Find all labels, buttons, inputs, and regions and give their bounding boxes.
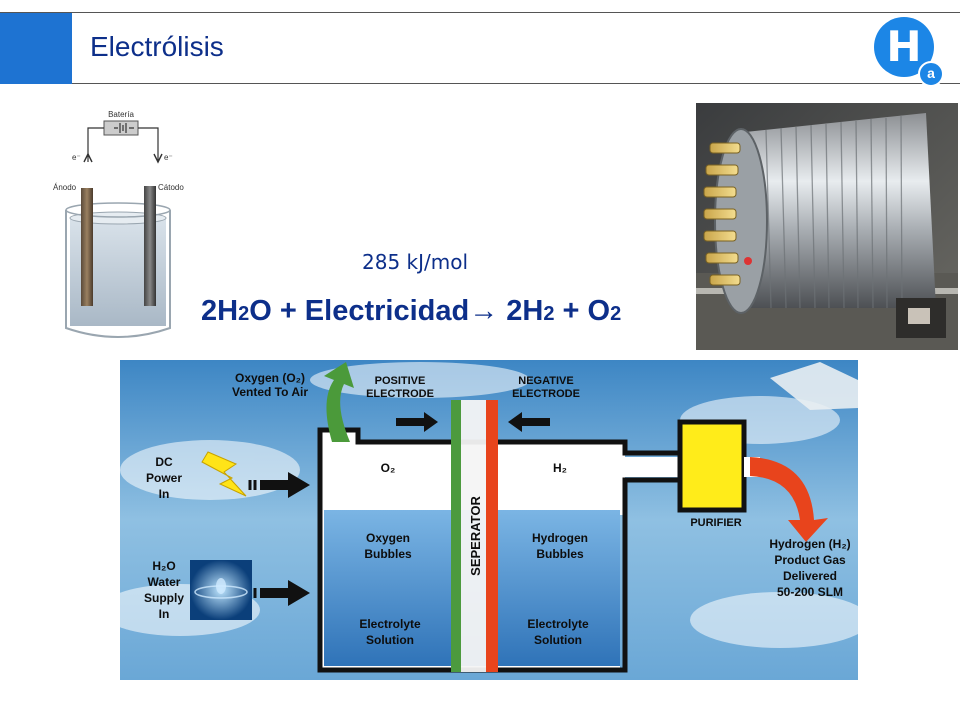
oxygen-bubbles-label-1: Oxygen — [366, 531, 410, 545]
separator-membrane — [461, 400, 486, 672]
page-title: Electrólisis — [90, 31, 224, 62]
arrow-down-icon — [153, 153, 163, 164]
electrolyte-right-label-2: Solution — [534, 633, 582, 647]
dc-input-arrow-icon — [260, 472, 310, 498]
product-gas-label-4: 50-200 SLM — [777, 585, 843, 599]
dc-power-label-1: DC — [155, 455, 173, 469]
arrow-up-icon — [83, 152, 93, 163]
logo-subscript: a — [918, 61, 944, 87]
water-supply-label-2: Water — [148, 575, 181, 589]
o2-gas-label: O₂ — [381, 461, 396, 475]
water-supply-label-3: Supply — [144, 591, 184, 605]
oxygen-bubbles-label-2: Bubbles — [364, 547, 412, 561]
paper-corner — [770, 362, 858, 410]
electrolyzer-stack-photo — [696, 103, 958, 350]
eq-part4: + O — [554, 295, 611, 327]
beaker-rim — [65, 202, 171, 218]
product-gas-label-1: Hydrogen (H₂) — [769, 537, 850, 551]
eq-arrow: → — [469, 295, 499, 327]
positive-electrode-label-2: ELECTRODE — [366, 388, 434, 400]
gas-pipe-outline — [625, 450, 680, 483]
energy-label: 285 kJ/mol — [362, 250, 469, 274]
electrolyte-right-label-1: Electrolyte — [527, 617, 589, 631]
reaction-equation: 2H2O + Electricidad→ 2H2 + O2 — [201, 295, 621, 328]
water-supply-label-1: H₂O — [152, 559, 175, 573]
eq-part2: O + Electricidad — [249, 295, 470, 327]
separator-label: SEPERATOR — [468, 496, 483, 576]
positive-electrode-bar — [451, 400, 461, 672]
anode-label: Ánodo — [53, 183, 77, 192]
electrolyte-left-label-1: Electrolyte — [359, 617, 421, 631]
positive-electrode-label-1: POSITIVE — [375, 375, 426, 387]
eq-sub1: 2 — [238, 303, 250, 325]
purifier-unit — [677, 419, 747, 513]
circuit-wire — [87, 127, 159, 162]
eq-part3: 2H — [498, 295, 544, 327]
battery-label: Batería — [108, 110, 134, 119]
cathode-label: Cátodo — [158, 183, 184, 192]
eq-sub3: 2 — [610, 303, 622, 325]
header-accent-block — [0, 13, 72, 84]
dc-power-label-2: Power — [146, 471, 182, 485]
negative-pointer-arrow-icon — [508, 412, 550, 432]
electrolysis-process-diagram: Oxygen (O₂) Vented To Air POSITIVE ELECT… — [120, 360, 858, 680]
cathode-electrode — [144, 186, 156, 306]
eq-part1: 2H — [201, 295, 239, 327]
water-input-arrow-icon — [260, 580, 310, 606]
hydrogen-bubbles-label-1: Hydrogen — [532, 531, 588, 545]
negative-electrode-label-1: NEGATIVE — [518, 375, 573, 387]
negative-electrode-label-2: ELECTRODE — [512, 388, 580, 400]
electrolysis-cell-sketch: Batería e⁻ e⁻ Ánodo Cátodo — [53, 110, 184, 338]
oxygen-vent-label-2: Vented To Air — [232, 385, 308, 399]
battery-symbol — [114, 123, 134, 133]
negative-electrode-bar — [486, 400, 498, 672]
header-bar: Electrólisis H a — [0, 12, 960, 87]
positive-pointer-arrow-icon — [396, 412, 438, 432]
water-supply-label-4: In — [159, 607, 170, 621]
logo: H a — [874, 17, 944, 87]
electrolyte-left-label-2: Solution — [366, 633, 414, 647]
product-gas-arrow-icon — [750, 457, 828, 542]
electron-label-left: e⁻ — [72, 153, 81, 162]
logo-letter: H — [886, 22, 922, 71]
water-surface — [69, 211, 167, 225]
h2-gas-label: H₂ — [553, 461, 567, 475]
eq-sub2: 2 — [543, 303, 555, 325]
purifier-label: PURIFIER — [690, 517, 741, 529]
beaker — [65, 210, 171, 338]
anode-electrode — [81, 188, 93, 306]
product-gas-label-2: Product Gas — [774, 553, 846, 567]
electron-label-right: e⁻ — [164, 153, 173, 162]
hydrogen-bubbles-label-2: Bubbles — [536, 547, 584, 561]
gas-pipe — [625, 457, 685, 477]
oxygen-vent-label-1: Oxygen (O₂) — [235, 371, 305, 385]
dc-power-label-3: In — [159, 487, 170, 501]
oxygen-vent-arrow-icon — [324, 362, 354, 442]
product-gas-label-3: Delivered — [783, 569, 837, 583]
lightning-bolt-icon — [201, 451, 247, 497]
